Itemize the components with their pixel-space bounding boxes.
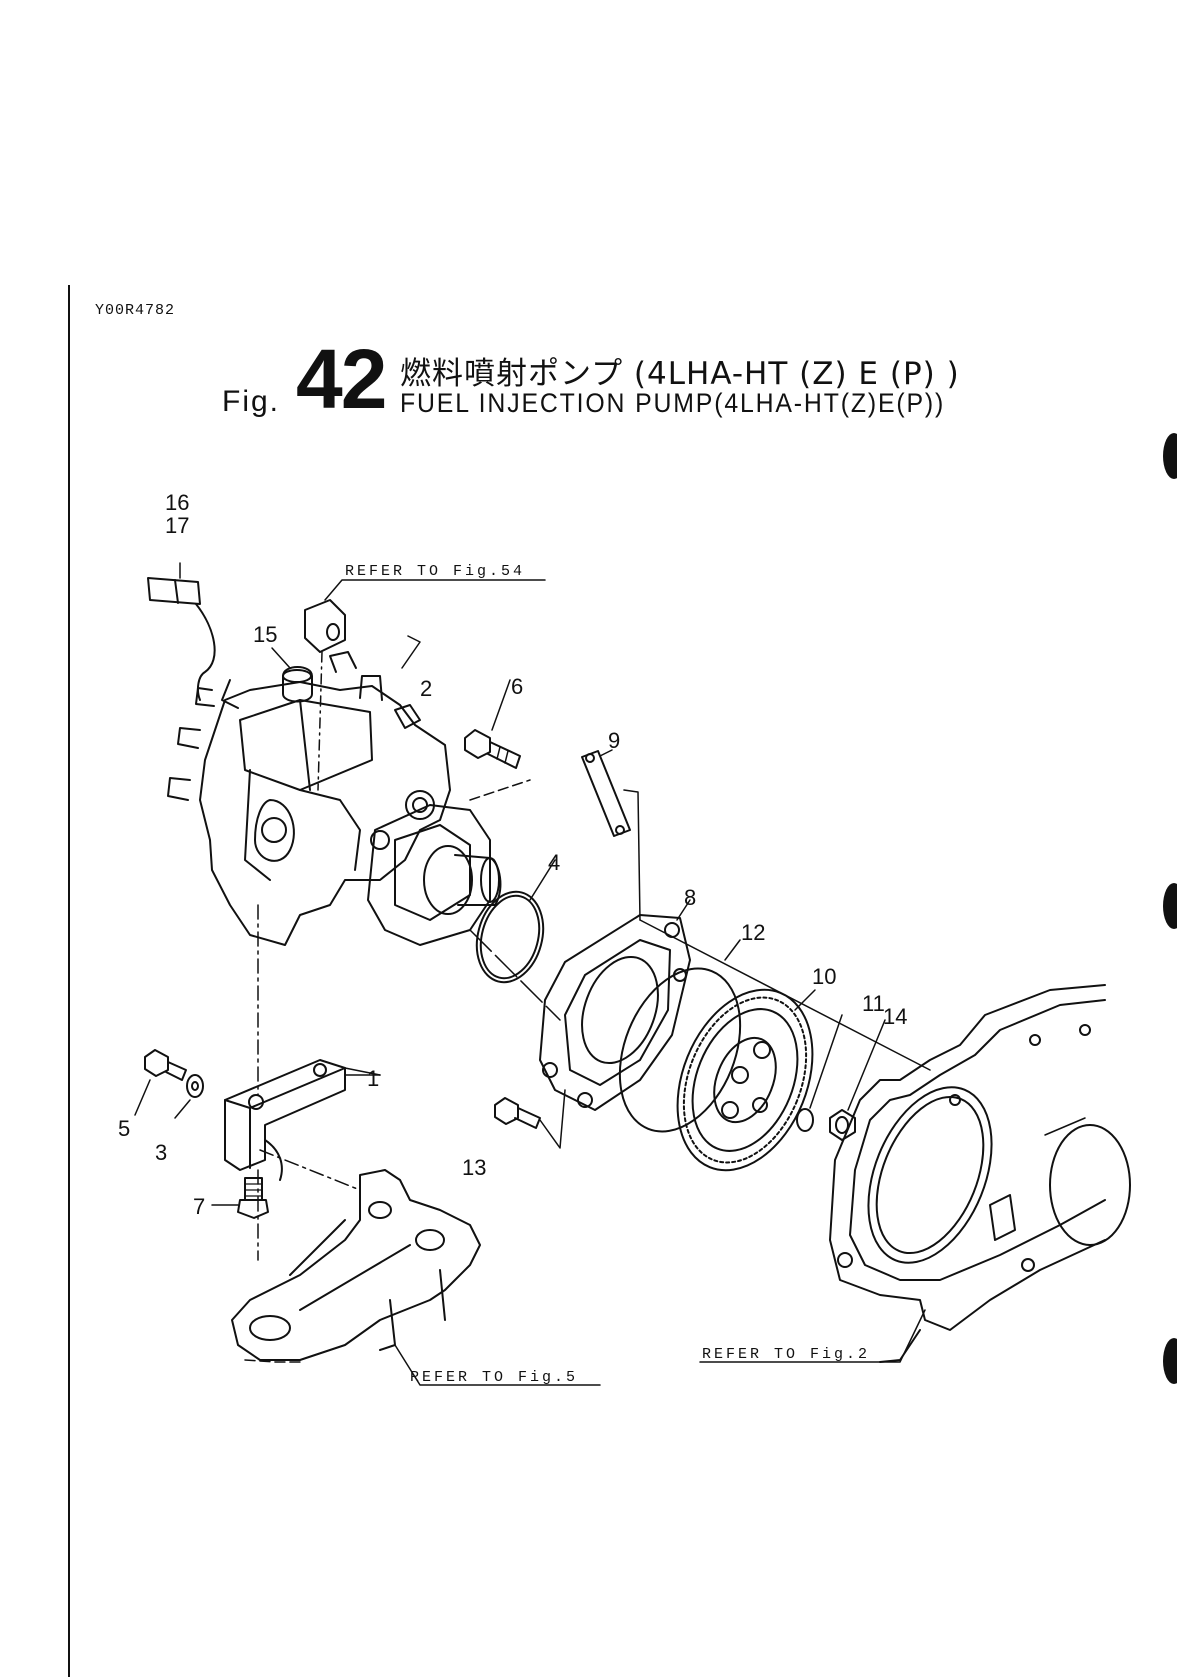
refer-fig5-label: REFER TO Fig.5 [410,1369,578,1386]
plate-9-part [582,750,640,920]
pump-body-part [168,636,450,945]
callout-15: 15 [253,624,277,646]
pump-flange-part [368,780,560,1020]
callout-16: 16 [165,492,189,514]
callout-5: 5 [118,1118,130,1140]
callout-17: 17 [165,515,189,537]
connector-part [148,563,215,700]
solenoid-cap-part [272,648,312,702]
bolt-5-part [135,1050,186,1115]
callout-1: 1 [367,1068,379,1090]
callout-8: 8 [684,887,696,909]
support-arm-part [232,1150,480,1362]
callout-2: 2 [420,678,432,700]
callout-10: 10 [812,966,836,988]
bolt-7-part [212,1178,268,1218]
callout-7: 7 [193,1196,205,1218]
bolt-13-part [495,1090,565,1148]
refer-fig54-label: REFER TO Fig.54 [345,563,525,580]
callout-14: 14 [883,1006,907,1028]
callout-6: 6 [511,676,523,698]
refer-fig2-label: REFER TO Fig.2 [702,1346,870,1363]
callout-9: 9 [608,730,620,752]
callout-3: 3 [155,1142,167,1164]
callout-13: 13 [462,1157,486,1179]
callout-4: 4 [548,852,560,874]
washer-3-part [175,1075,203,1118]
callout-12: 12 [741,922,765,944]
callout-11: 11 [862,993,885,1015]
bracket-part [225,905,380,1260]
